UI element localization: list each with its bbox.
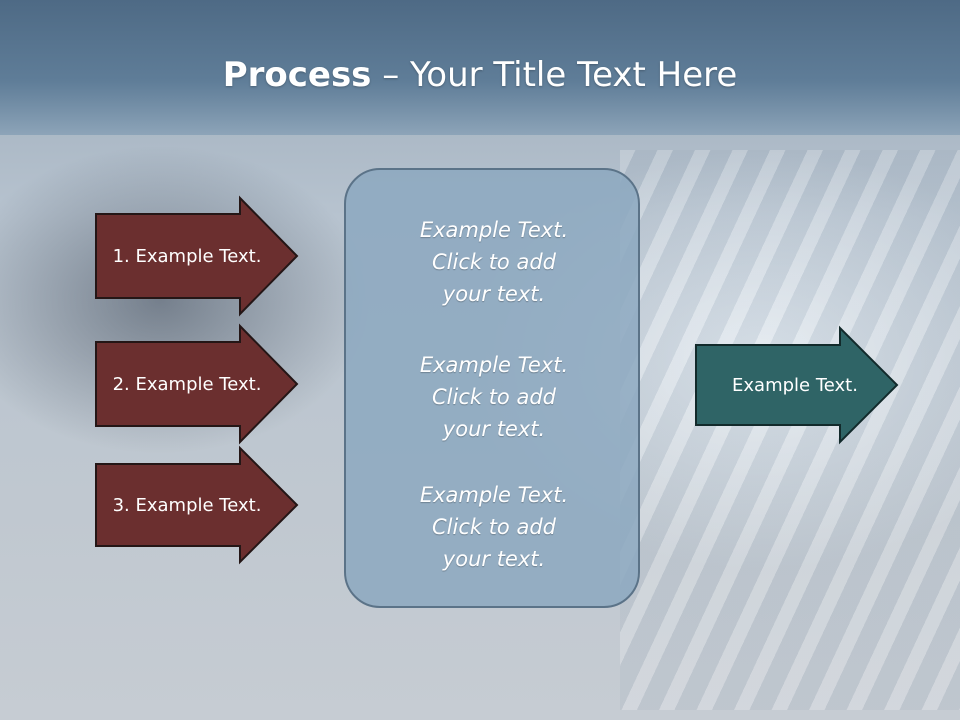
center-text-box[interactable]: Example Text. Click to add your text. Ex… bbox=[344, 168, 640, 608]
title-rest: – Your Title Text Here bbox=[371, 55, 738, 95]
center-item-3[interactable]: Example Text. Click to add your text. bbox=[346, 479, 642, 575]
center-item-3-line1: Example Text. bbox=[419, 483, 569, 507]
step-arrow-2[interactable]: 2. Example Text. bbox=[95, 323, 299, 445]
title-band bbox=[0, 0, 960, 135]
center-item-2[interactable]: Example Text. Click to add your text. bbox=[346, 349, 642, 445]
output-arrow[interactable]: Example Text. bbox=[695, 325, 899, 445]
center-item-3-line2: Click to add bbox=[431, 515, 556, 539]
center-item-2-line3: your text. bbox=[442, 417, 546, 441]
center-item-3-line3: your text. bbox=[442, 547, 546, 571]
center-item-2-line1: Example Text. bbox=[419, 353, 569, 377]
keyboard-image bbox=[620, 150, 960, 710]
slide-title[interactable]: Process – Your Title Text Here bbox=[0, 50, 960, 100]
center-item-1-line1: Example Text. bbox=[419, 218, 569, 242]
step-label-2: 2. Example Text. bbox=[113, 374, 262, 395]
center-item-1[interactable]: Example Text. Click to add your text. bbox=[346, 214, 642, 310]
title-bold: Process bbox=[222, 55, 372, 95]
center-item-1-line2: Click to add bbox=[431, 250, 556, 274]
step-label-1: 1. Example Text. bbox=[113, 246, 262, 267]
step-arrow-3[interactable]: 3. Example Text. bbox=[95, 445, 299, 565]
step-arrow-1[interactable]: 1. Example Text. bbox=[95, 195, 299, 317]
center-item-2-line2: Click to add bbox=[431, 385, 556, 409]
step-label-3: 3. Example Text. bbox=[113, 495, 262, 516]
output-label: Example Text. bbox=[732, 375, 858, 396]
center-item-1-line3: your text. bbox=[442, 282, 546, 306]
